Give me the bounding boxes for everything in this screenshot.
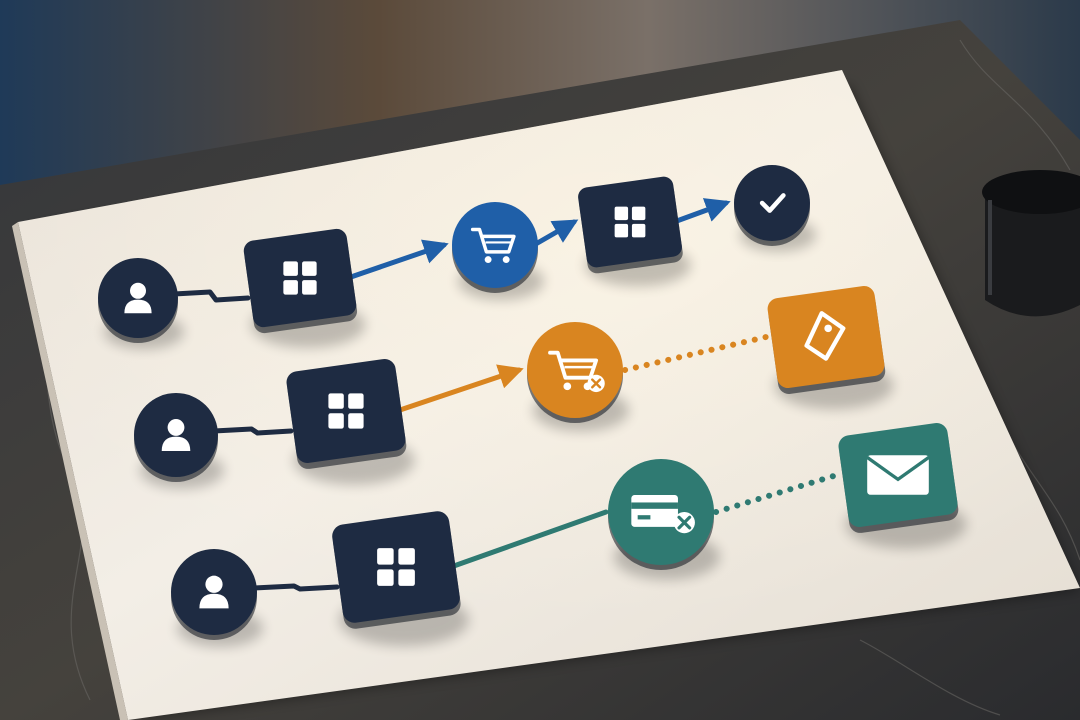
row-1-step-3	[452, 202, 544, 301]
row-3-step-2	[332, 511, 469, 647]
card-declined-icon	[631, 495, 695, 534]
row-3-link-1	[250, 583, 340, 592]
grid-icon	[328, 393, 364, 429]
check-icon	[759, 193, 786, 213]
grid-icon	[283, 261, 317, 295]
row-2-link-2	[394, 364, 524, 414]
row-3-link-2	[448, 509, 609, 570]
row-1-link-1	[171, 289, 251, 303]
row-1-link-2	[345, 239, 449, 281]
grid-icon	[614, 206, 646, 238]
row-3-link-3	[713, 472, 840, 515]
row-1-step-2	[243, 228, 366, 348]
row-1-link-3	[531, 219, 579, 248]
connectors	[171, 198, 840, 592]
row-2-link-3	[622, 334, 769, 373]
row-2-step-3	[527, 322, 629, 432]
row-1-step-5	[734, 165, 816, 252]
cart-icon	[470, 227, 516, 264]
user-icon	[161, 419, 191, 451]
row-2-link-1	[211, 426, 294, 436]
user-icon	[124, 282, 152, 314]
row-3-step-3	[608, 459, 720, 580]
row-1-step-4	[578, 176, 691, 287]
grid-icon	[377, 548, 415, 586]
row-2-step-4	[767, 285, 894, 410]
row-1-step-1	[98, 258, 184, 350]
user-icon	[199, 575, 229, 609]
row-2-step-1	[134, 393, 224, 489]
board-edge	[12, 222, 128, 720]
row-2-step-2	[286, 359, 415, 485]
journey-nodes	[98, 165, 967, 648]
tag-icon	[804, 311, 846, 361]
row-3-step-4	[838, 423, 967, 549]
cart-remove-icon	[548, 350, 605, 393]
coffee-mug	[982, 170, 1080, 317]
row-3-step-1	[171, 549, 263, 648]
row-1-link-4	[671, 198, 731, 225]
mail-icon	[866, 455, 930, 495]
